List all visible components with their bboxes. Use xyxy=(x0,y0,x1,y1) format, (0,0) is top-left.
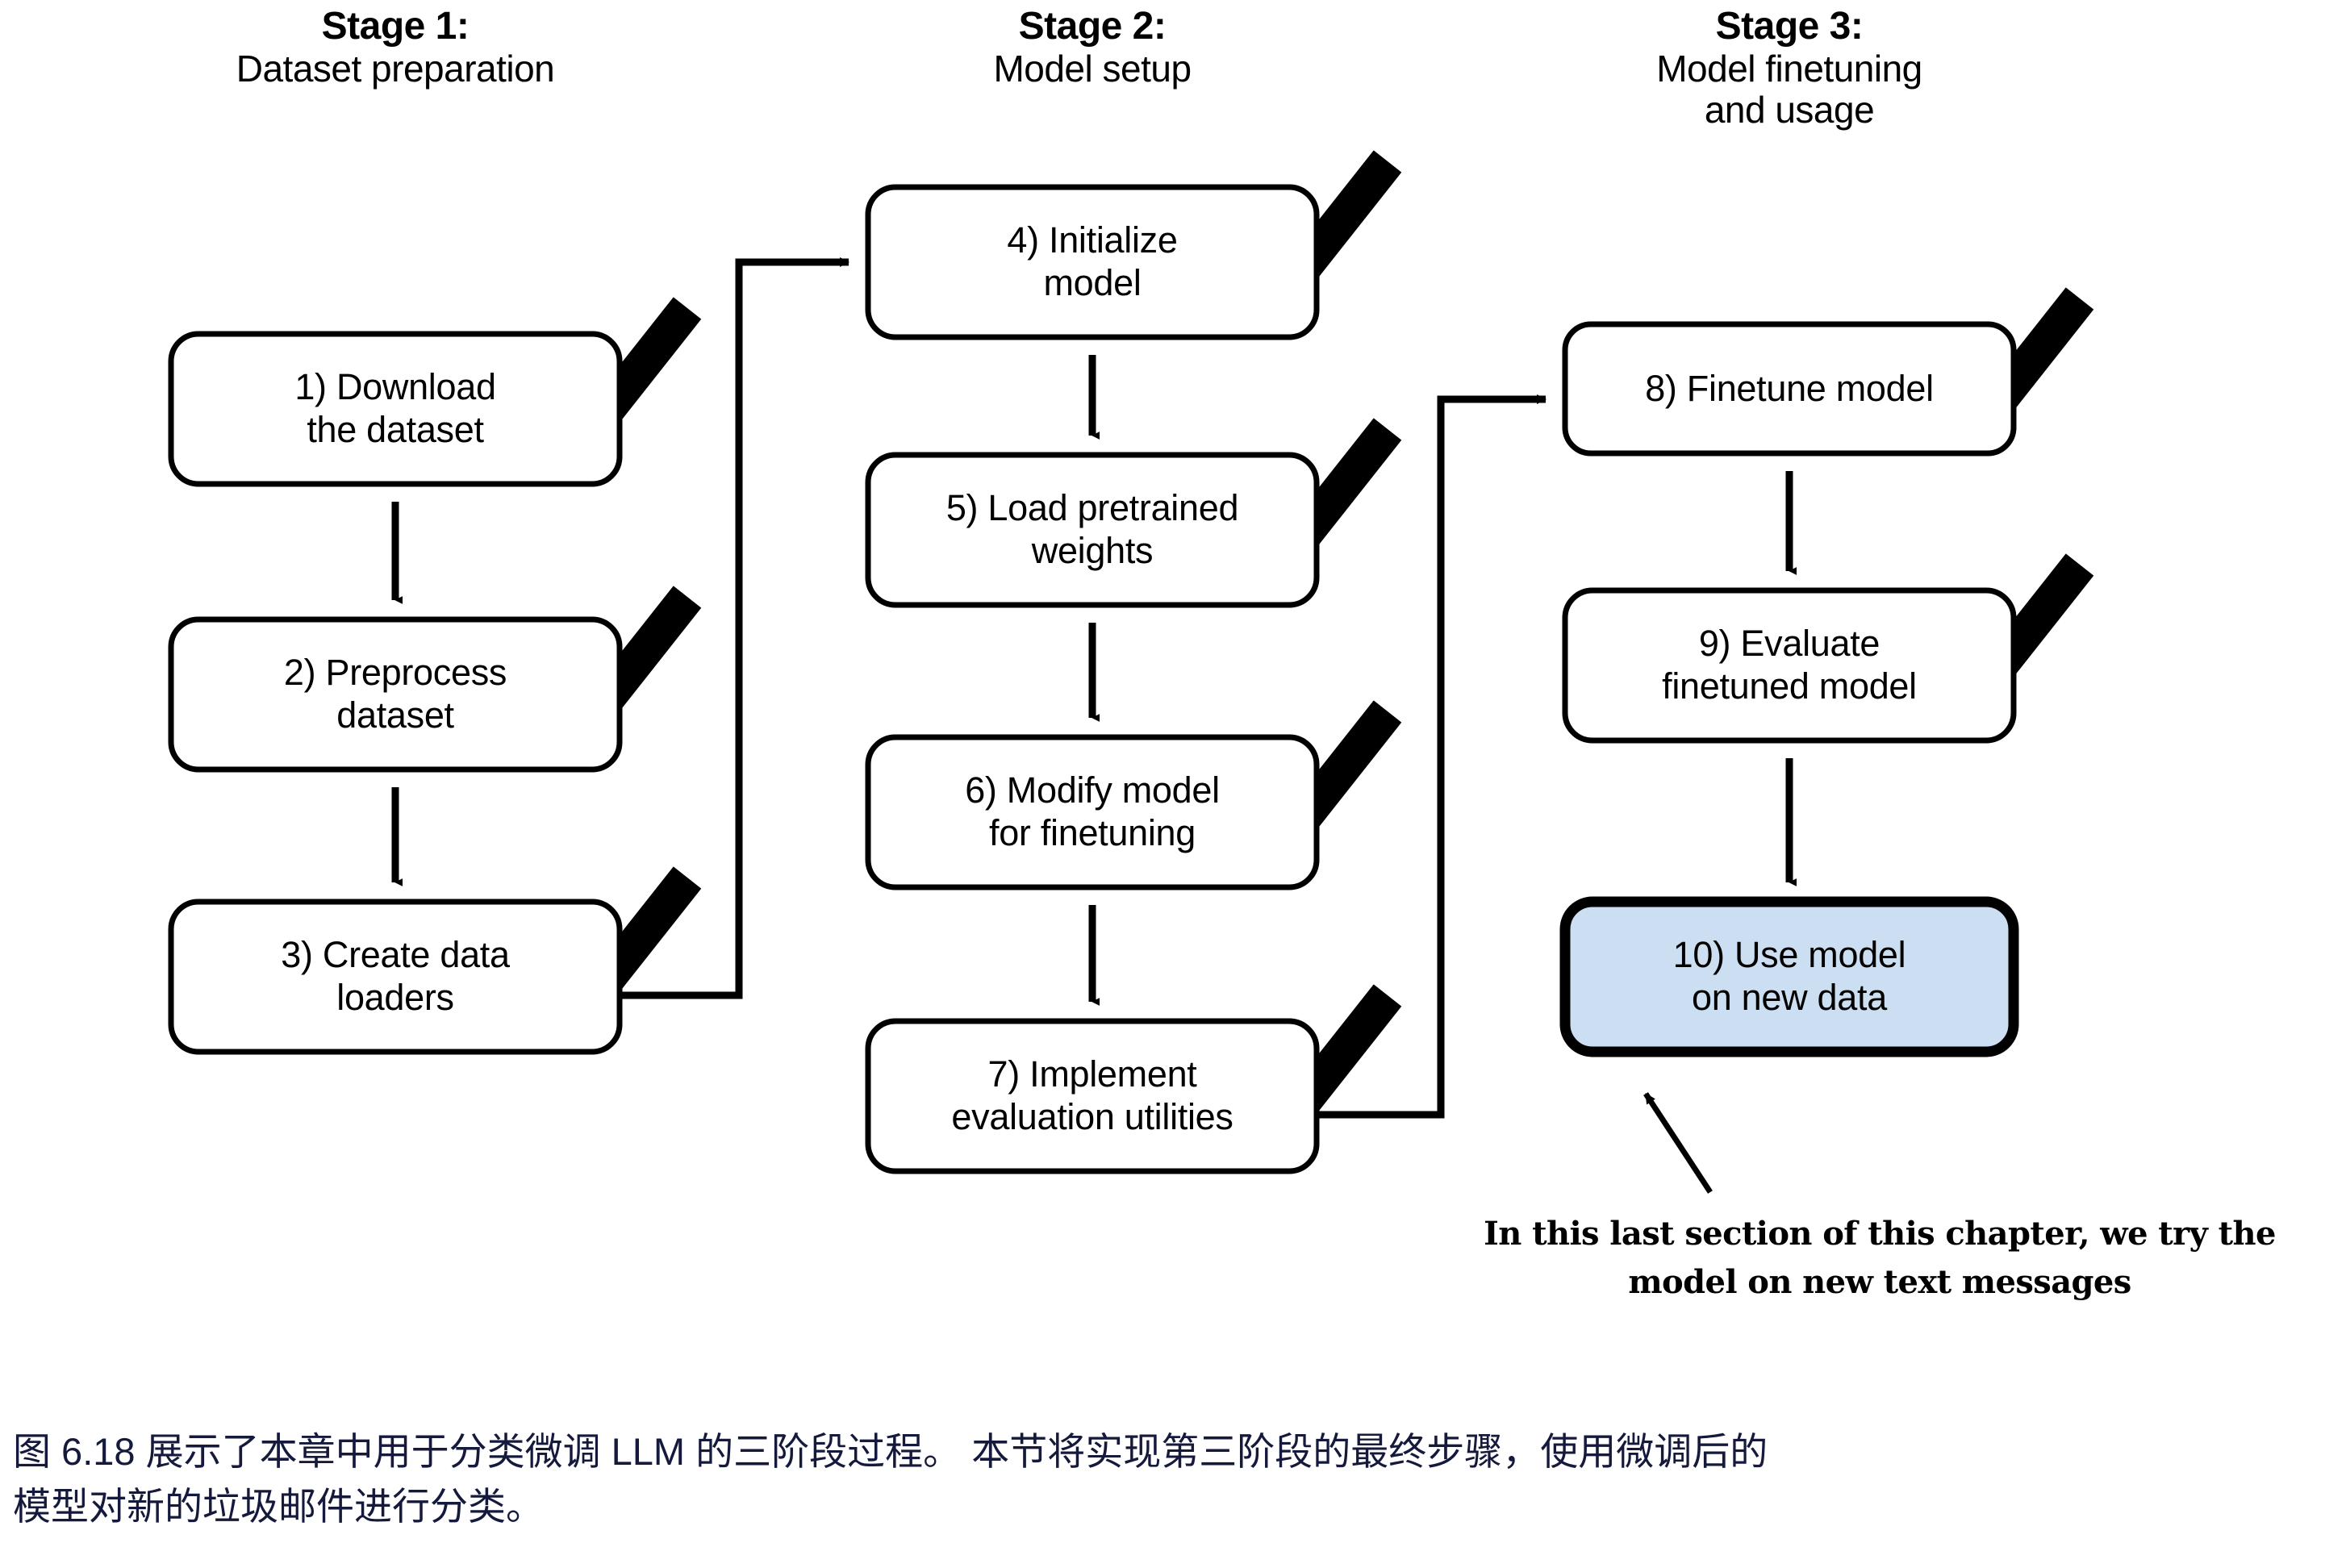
node-box-step-10 xyxy=(1559,896,2019,1057)
stage-connectors xyxy=(620,257,1547,1119)
node-box-step-8 xyxy=(1562,321,2017,457)
stage-2-label: Stage 2: xyxy=(1018,5,1167,48)
node-box-step-3 xyxy=(168,899,623,1055)
node-box-step-2 xyxy=(168,616,623,773)
node-box-step-9 xyxy=(1562,587,2017,744)
node-box-step-4 xyxy=(865,184,1320,340)
node-box-step-7 xyxy=(865,1018,1320,1174)
annotation-arrow-line xyxy=(1643,1092,1713,1194)
stage-3-subtitle-line-1: Model finetuning xyxy=(1656,47,1922,90)
stage-1-subtitle: Dataset preparation xyxy=(236,47,555,90)
stage-3-subtitle-line-2: and usage xyxy=(1704,89,1875,131)
stage-title-3: Stage 3: Model finetuning and usage xyxy=(1426,5,2152,131)
caption-line-2: 模型对新的垃圾邮件进行分类。 xyxy=(13,1485,544,1528)
node-box-step-1 xyxy=(168,331,623,487)
stage-1-nodes xyxy=(168,331,623,1055)
annotation-pointer xyxy=(1643,1092,1713,1194)
figure-caption: 图 6.18 展示了本章中用于分类微调 LLM 的三阶段过程。 本节将实现第三阶… xyxy=(13,1424,2320,1534)
annotation-line-1: In this last section of this chapter, we… xyxy=(1484,1215,2276,1253)
node-box-step-6 xyxy=(865,734,1320,890)
caption-line-1: 图 6.18 展示了本章中用于分类微调 LLM 的三阶段过程。 本节将实现第三阶… xyxy=(13,1430,1768,1473)
stage-title-2: Stage 2: Model setup xyxy=(729,5,1455,90)
connector-stage2-to-stage3 xyxy=(1317,394,1547,1119)
annotation-text: In this last section of this chapter, we… xyxy=(1428,1210,2325,1307)
stage-3-label: Stage 3: xyxy=(1715,5,1864,48)
stage-1-label: Stage 1: xyxy=(321,5,470,48)
stage-2-subtitle: Model setup xyxy=(993,47,1192,90)
stage-title-1: Stage 1: Dataset preparation xyxy=(32,5,758,90)
flow-arrows xyxy=(391,355,1797,1006)
stage-3-nodes xyxy=(1559,321,2019,1057)
node-box-step-5 xyxy=(865,452,1320,608)
annotation-line-2: model on new text messages xyxy=(1628,1263,2131,1301)
stage-2-nodes xyxy=(865,184,1320,1174)
connector-stage1-to-stage2 xyxy=(620,257,849,999)
